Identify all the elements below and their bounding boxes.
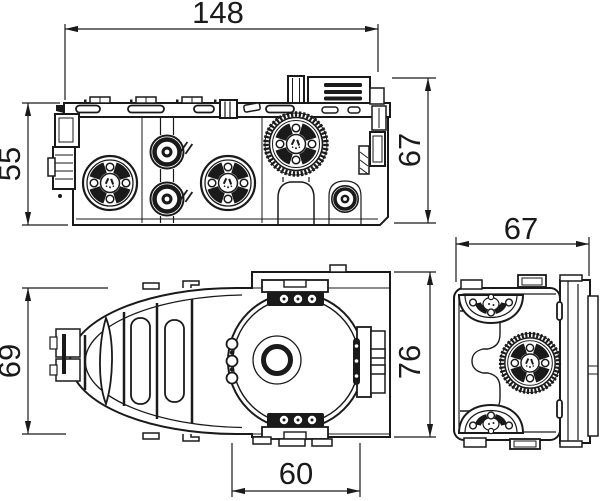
- top-stub: [287, 75, 305, 105]
- latch-right: [358, 87, 387, 175]
- round-knockout-large: [201, 156, 255, 210]
- dimension-side-body-height: 55: [0, 102, 68, 226]
- dim-label-side-total-height: 67: [392, 133, 427, 167]
- flange-clip: [219, 99, 238, 119]
- dimension-plan-body-depth: 69: [0, 287, 108, 435]
- mounting-latch-left: [47, 113, 80, 198]
- dim-label-device-width: 60: [279, 456, 313, 491]
- molded-text-marks: [179, 141, 194, 203]
- ribs: [159, 117, 362, 225]
- side-view: [47, 75, 391, 226]
- dimension-device-width: 60: [231, 443, 361, 497]
- cable-knockout-small: [151, 136, 184, 169]
- dimension-plan-total-depth: 76: [392, 271, 436, 438]
- end-flange: [556, 274, 599, 448]
- dim-label-plan-total-depth: 76: [392, 345, 427, 379]
- hinge-beads-left: [225, 337, 239, 385]
- dimension-side-total-height: 67: [392, 77, 436, 224]
- ratchet-knockout: [265, 113, 327, 175]
- end-view: [453, 274, 599, 450]
- plan-view: [49, 264, 391, 447]
- bracket-right: [353, 326, 386, 398]
- dimension-end-depth: 67: [455, 211, 590, 282]
- screw-boss: [252, 335, 302, 385]
- ratchet-knockout: [501, 334, 560, 393]
- clamp-bottom: [252, 413, 333, 447]
- cable-knockout-small: [151, 183, 184, 216]
- membrane-slots: [83, 299, 194, 423]
- terminal-block: [307, 76, 371, 105]
- cable-knockout-small: [329, 184, 361, 214]
- dim-label-end-depth: 67: [504, 211, 538, 246]
- dimension-side-width: 148: [64, 0, 379, 100]
- clamp-top: [261, 279, 329, 306]
- inner-chamber: [460, 310, 501, 412]
- dim-label-side-body-height: 55: [0, 147, 27, 181]
- device-ring: [225, 279, 386, 447]
- dim-label-side-width: 148: [192, 0, 244, 30]
- end-tabs: [460, 274, 547, 450]
- edge-tabs: [142, 264, 347, 442]
- mounting-latch-tip: [49, 328, 81, 382]
- side-flange: [56, 96, 391, 119]
- round-knockout-large: [83, 156, 137, 210]
- dim-label-plan-body-depth: 69: [0, 344, 27, 378]
- flange-tabs: [84, 96, 217, 104]
- screw-hole: [261, 344, 293, 376]
